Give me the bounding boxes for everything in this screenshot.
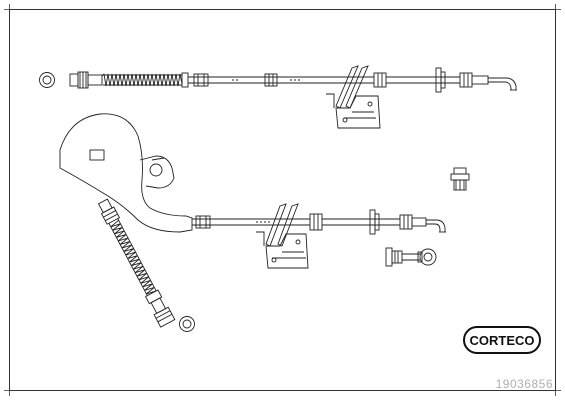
- hose-guard-plate: [59, 113, 193, 233]
- corner-tick-bottom-left: [4, 390, 10, 396]
- brand-logo: CORTECO: [463, 326, 541, 354]
- sealing-washer-top: [39, 72, 55, 88]
- banjo-fitting: [385, 247, 437, 267]
- part-number: 19036856: [495, 377, 553, 391]
- brand-logo-text: CORTECO: [470, 333, 535, 348]
- corner-tick-top-left: [4, 4, 10, 10]
- corner-tick-top-right: [555, 4, 561, 10]
- brake-hose-upper: [69, 67, 517, 93]
- mounting-bracket-lower: [256, 203, 309, 269]
- brake-hose-lower: [97, 198, 446, 328]
- mounting-bracket-upper: [326, 65, 381, 129]
- drawing-border: [9, 9, 556, 391]
- sealing-washer-bottom: [179, 316, 195, 332]
- union-bolt: [450, 167, 470, 191]
- corner-tick-bottom-right: [555, 390, 561, 396]
